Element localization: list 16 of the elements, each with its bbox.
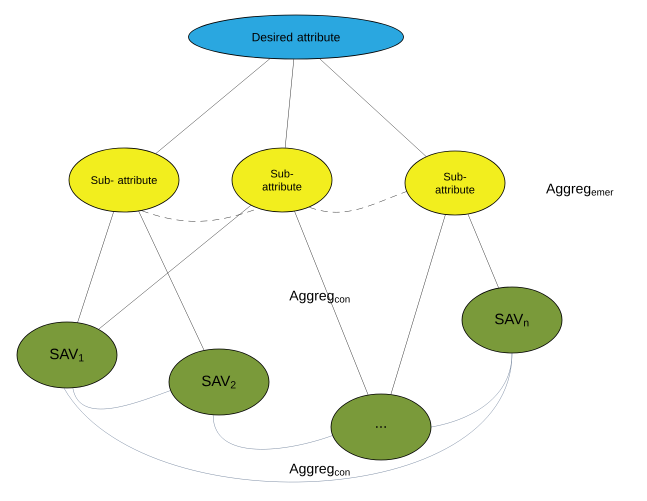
connector-line [156, 58, 270, 154]
aggregation-label: Aggreg$_{con}$ [289, 290, 350, 304]
connector-line [284, 59, 294, 148]
connector-line [468, 214, 499, 288]
connector-line [320, 58, 426, 157]
connector-line [390, 214, 446, 394]
connector-curve [64, 353, 512, 482]
connector-line [294, 211, 368, 395]
connector-curve [309, 191, 407, 212]
connector-line [98, 205, 251, 330]
connector-line [77, 212, 114, 323]
connector-curve [212, 414, 332, 450]
aggregation-label: Aggreg$_{emer}$ [546, 184, 614, 196]
connector-curve [72, 388, 170, 410]
connector-line [138, 211, 204, 350]
aggregation-label: Aggreg$_{con}$ [289, 464, 350, 476]
